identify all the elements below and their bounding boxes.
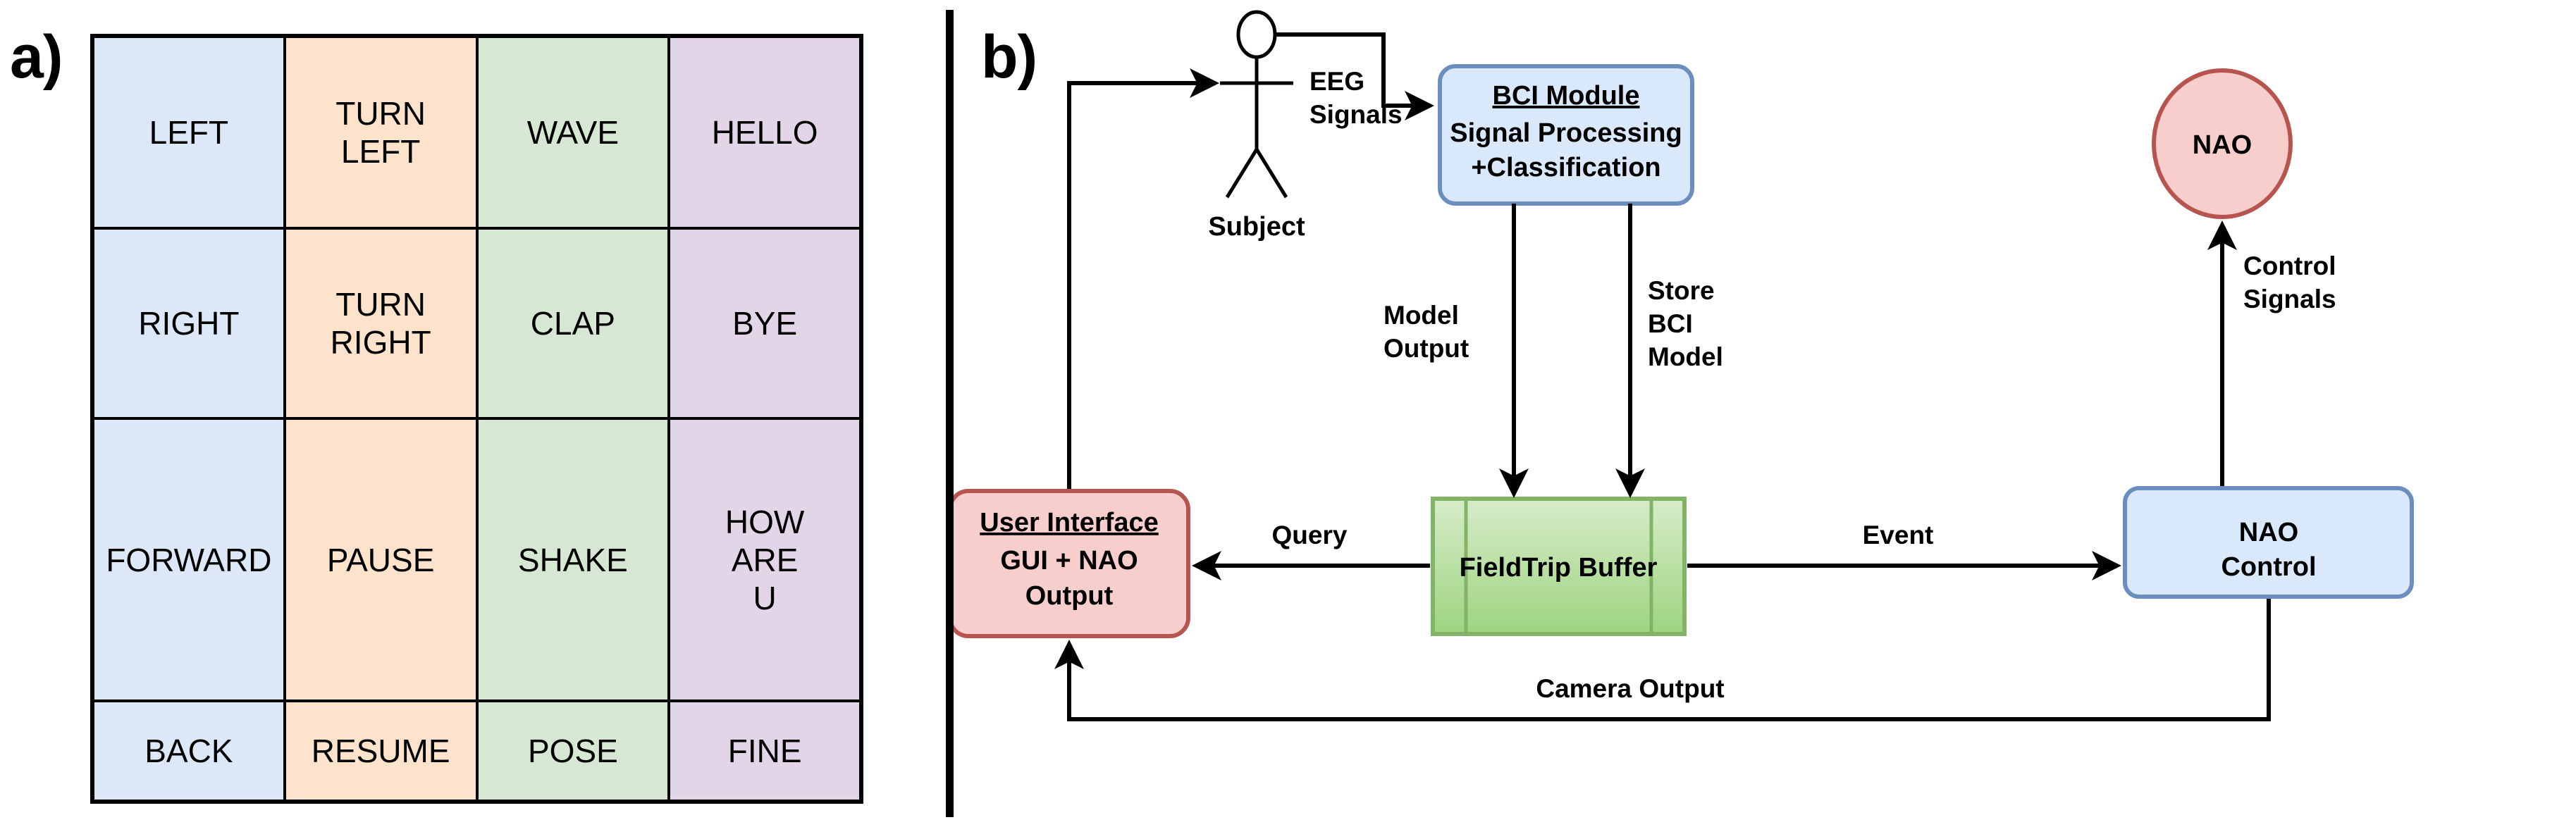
table-row: BACK RESUME POSE FINE bbox=[91, 699, 863, 803]
camera-output-label: Camera Output bbox=[1536, 674, 1724, 703]
cell-how-are-u: HOW ARE U bbox=[667, 417, 863, 703]
camera-output-arrow bbox=[1054, 599, 2271, 721]
table-row: FORWARD PAUSE SHAKE HOW ARE U bbox=[91, 417, 863, 703]
cell-right: RIGHT bbox=[91, 226, 286, 421]
cell-wave: WAVE bbox=[475, 35, 671, 230]
nao-control-line2: Control bbox=[2221, 552, 2316, 582]
cell-turn-right: TURN RIGHT bbox=[283, 226, 479, 421]
edge-feedback-to-subject bbox=[1067, 68, 1219, 489]
nao-control-node: NAO Control bbox=[2123, 486, 2414, 599]
user-interface-title: User Interface bbox=[980, 508, 1158, 537]
panel-a-label: a) bbox=[10, 23, 63, 91]
subject-label: Subject bbox=[1208, 212, 1305, 242]
eeg-signals-arrow bbox=[1275, 32, 1434, 120]
edge-eeg-signals: EEG Signals bbox=[1275, 32, 1434, 129]
cell-resume: RESUME bbox=[283, 699, 479, 803]
nao-control-box bbox=[2123, 486, 2414, 599]
nao-node: NAO bbox=[2152, 68, 2293, 219]
edge-control-signals: Control Signals bbox=[2207, 220, 2336, 486]
user-interface-node: User Interface GUI + NAO Output bbox=[954, 489, 1190, 638]
bci-module-box bbox=[1438, 64, 1694, 206]
edge-query: Query bbox=[1192, 521, 1430, 580]
command-table-body: LEFT TURN LEFT WAVE HELLO RIGHT TURN RIG… bbox=[91, 35, 863, 803]
bci-module-title: BCI Module bbox=[1493, 81, 1640, 111]
eeg-signals-label-line1: EEG bbox=[1309, 67, 1364, 96]
cell-clap: CLAP bbox=[475, 226, 671, 421]
nao-circle bbox=[2152, 68, 2293, 219]
store-bci-model-label-line3: Model bbox=[1648, 342, 1723, 371]
table-row: LEFT TURN LEFT WAVE HELLO bbox=[91, 35, 863, 230]
edge-event: Event bbox=[1687, 521, 2121, 580]
cell-pause: PAUSE bbox=[283, 417, 479, 703]
model-output-label-line1: Model bbox=[1383, 301, 1459, 330]
fieldtrip-buffer-label: FieldTrip Buffer bbox=[1460, 553, 1658, 583]
system-architecture-diagram: Subject BCI Module Signal Processing +Cl… bbox=[954, 10, 2414, 721]
cell-shake: SHAKE bbox=[475, 417, 671, 703]
store-bci-model-label-line2: BCI bbox=[1648, 309, 1693, 338]
event-label: Event bbox=[1863, 521, 1934, 549]
user-interface-line2: Output bbox=[1025, 581, 1114, 611]
stick-figure-head-icon bbox=[1236, 10, 1277, 59]
bci-module-line1: Signal Processing bbox=[1450, 118, 1682, 148]
model-output-label-line2: Output bbox=[1383, 334, 1469, 363]
feedback-to-subject-arrow bbox=[1067, 68, 1219, 489]
nao-label: NAO bbox=[2193, 130, 2252, 160]
nao-control-line1: NAO bbox=[2239, 518, 2298, 547]
panel-divider bbox=[946, 10, 954, 817]
cell-turn-left: TURN LEFT bbox=[283, 35, 479, 230]
control-signals-label-line2: Signals bbox=[2243, 285, 2336, 313]
user-interface-line1: GUI + NAO bbox=[1000, 546, 1138, 576]
subject-node: Subject bbox=[1208, 10, 1305, 242]
fieldtrip-buffer-box bbox=[1431, 497, 1687, 636]
control-signals-label-line1: Control bbox=[2243, 251, 2336, 280]
bci-module-line2: +Classification bbox=[1471, 153, 1660, 182]
bci-module-node: BCI Module Signal Processing +Classifica… bbox=[1438, 64, 1694, 206]
stick-figure-legs-icon bbox=[1225, 148, 1288, 199]
eeg-signals-label-line2: Signals bbox=[1309, 100, 1403, 129]
panel-b-label: b) bbox=[981, 23, 1037, 91]
cell-hello: HELLO bbox=[667, 35, 863, 230]
cell-pose: POSE bbox=[475, 699, 671, 803]
edge-camera-output: Camera Output bbox=[1054, 599, 2271, 721]
cell-bye: BYE bbox=[667, 226, 863, 421]
cell-left: LEFT bbox=[91, 35, 286, 230]
edge-store-bci-model: Store BCI Model bbox=[1615, 204, 1723, 498]
cell-fine: FINE bbox=[667, 699, 863, 803]
cell-back: BACK bbox=[91, 699, 286, 803]
table-row: RIGHT TURN RIGHT CLAP BYE bbox=[91, 226, 863, 421]
query-label: Query bbox=[1272, 521, 1348, 549]
cell-forward: FORWARD bbox=[91, 417, 286, 703]
command-table: LEFT TURN LEFT WAVE HELLO RIGHT TURN RIG… bbox=[90, 34, 863, 804]
fieldtrip-buffer-node: FieldTrip Buffer bbox=[1431, 497, 1687, 636]
edge-model-output: Model Output bbox=[1383, 204, 1529, 498]
store-bci-model-label-line1: Store bbox=[1648, 276, 1715, 305]
user-interface-box bbox=[954, 489, 1190, 638]
